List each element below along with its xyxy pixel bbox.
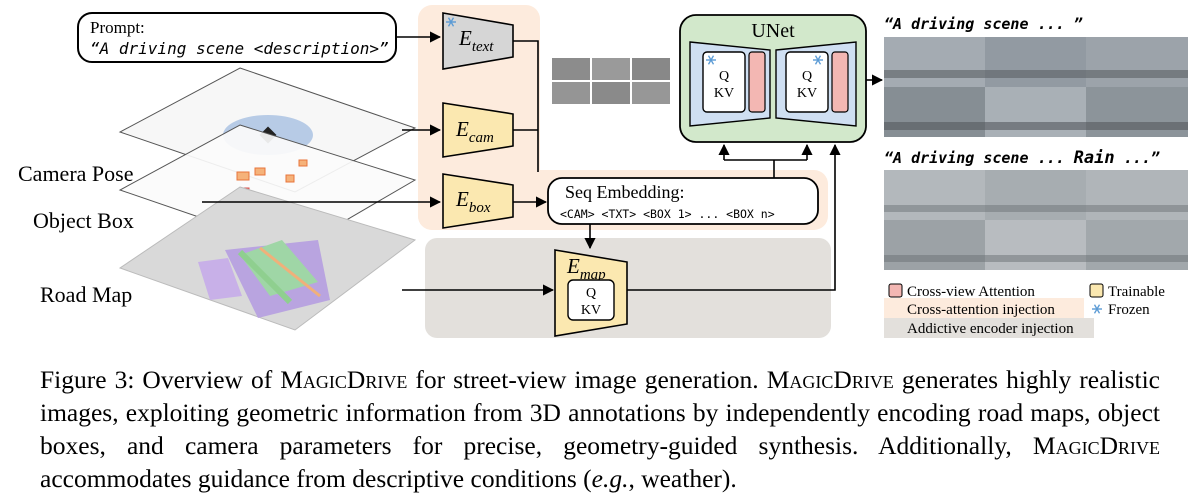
legend-crossview-swatch <box>888 283 903 298</box>
additive-injection-region <box>425 238 831 338</box>
svg-text:Emap: Emap <box>566 254 606 283</box>
prompt-box: Prompt: “A driving scene <description>” <box>77 12 397 63</box>
seq-embedding-box: Seq Embedding: <CAM> <TXT> <BOX 1> ... <… <box>547 177 819 225</box>
text-encoder-subscript: text <box>472 39 494 55</box>
road-map-layer <box>118 186 417 331</box>
legend-crossattn-label: Cross-attention injection <box>907 302 1055 318</box>
road-map-label: Road Map <box>40 282 132 307</box>
caption-part2: for street-view image generation. <box>407 365 767 394</box>
output-label-2-pre: “A driving scene ... <box>884 149 1074 167</box>
object-box-label: Object Box <box>33 208 134 233</box>
unet-down-crossview <box>748 51 766 113</box>
seq-embedding-title: Seq Embedding: <box>565 182 685 202</box>
svg-text:Ebox: Ebox <box>455 187 491 216</box>
text-encoder-symbol: E <box>458 26 472 50</box>
legend: Cross-view Attention Trainable Cross-att… <box>884 278 1188 340</box>
figure-caption: Figure 3: Overview of MAGICDRIVE for str… <box>40 363 1160 495</box>
caption-part3: generates highly realistic images, explo… <box>40 365 1160 460</box>
map-encoder-subscript: map <box>580 267 606 283</box>
unet-up-attention <box>785 51 829 113</box>
box-encoder-symbol: E <box>455 187 469 211</box>
prompt-text: “A driving scene <description>” <box>90 39 389 58</box>
camera-encoder-subscript: cam <box>469 130 494 146</box>
map-attention-block <box>567 279 615 321</box>
camera-pose-label: Camera Pose <box>18 161 133 186</box>
camera-encoder: Ecam <box>442 102 514 158</box>
caption-part4: accommodates guidance from descriptive c… <box>40 464 592 493</box>
text-encoder-output <box>513 40 539 172</box>
unet-down-attention <box>702 51 746 113</box>
caption-fig-label: Figure 3: <box>40 365 135 394</box>
caption-part5: , weather). <box>628 464 737 493</box>
unet-title: UNet <box>751 20 795 42</box>
legend-frozen-label: Frozen <box>1108 302 1150 318</box>
unet-up-kv: KV <box>797 86 817 101</box>
output-label-1: “A driving scene ... ” <box>884 15 1083 33</box>
map-attention-kv: KV <box>581 303 601 318</box>
unet-down-kv: KV <box>714 86 734 101</box>
text-encoder: Etext <box>442 12 514 70</box>
legend-trainable-swatch <box>1089 283 1104 298</box>
caption-name-1: MAGICDRIVE <box>280 365 408 394</box>
output-label-2-post: ...” <box>1115 149 1160 167</box>
unet-up-q: Q <box>802 69 812 84</box>
box-encoder-subscript: box <box>469 200 491 216</box>
unet-down-q: Q <box>719 69 729 84</box>
map-attention-q: Q <box>586 286 596 301</box>
unet-block: UNet Q KV Q KV <box>679 14 867 143</box>
output-label-2: “A driving scene ... Rain ...” <box>884 148 1160 168</box>
caption-name-3: MAGICDRIVE <box>1032 431 1160 460</box>
seq-embedding-tokens: <CAM> <TXT> <BOX 1> ... <BOX n> <box>560 207 775 221</box>
legend-trainable-label: Trainable <box>1108 284 1165 300</box>
caption-part1: Overview of <box>134 365 281 394</box>
caption-name-2: MAGICDRIVE <box>766 365 894 394</box>
legend-addictive-label: Addictive encoder injection <box>907 321 1074 337</box>
noise-latents <box>552 58 670 104</box>
output-image-2 <box>884 170 1188 270</box>
output-image-1 <box>884 37 1188 137</box>
prompt-title: Prompt: <box>90 18 145 37</box>
svg-text:Etext: Etext <box>458 26 494 55</box>
box-encoder: Ebox <box>442 173 514 229</box>
caption-eg: e.g. <box>591 464 629 493</box>
map-encoder: Emap Q KV <box>554 249 628 337</box>
output-label-2-rain: Rain <box>1074 148 1115 168</box>
legend-crossview-label: Cross-view Attention <box>907 284 1035 300</box>
camera-encoder-symbol: E <box>455 117 469 141</box>
unet-up-crossview <box>831 51 849 113</box>
svg-text:Ecam: Ecam <box>455 117 494 146</box>
map-encoder-symbol: E <box>566 254 580 278</box>
map-to-unet <box>627 143 841 291</box>
